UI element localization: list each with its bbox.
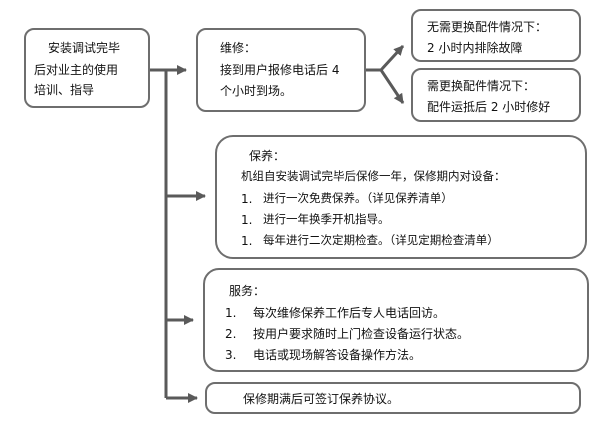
service-item-2-num: 2. [225, 327, 237, 341]
repair-line-1: 接到用户报修电话后 4 [220, 63, 340, 77]
no-parts-line: 2 小时内排除故障 [427, 41, 523, 55]
maintenance-item-2-text: 进行一年换季开机指导。 [263, 212, 390, 226]
service-box: 服务： 1. 每次维修保养工作后专人电话回访。 2. 按用户要求随时上门检查设备… [203, 268, 589, 372]
agreement-text: 保修期满后可签订保养协议。 [243, 392, 400, 406]
maintenance-item-1-text: 进行一次免费保养。（详见保养清单） [263, 191, 453, 205]
maintenance-item-3-num: 1. [241, 234, 253, 248]
service-item-3-num: 3. [225, 348, 237, 362]
maintenance-intro: 机组自安装调试完毕后保修一年，保修期内对设备： [241, 169, 506, 183]
connector-repair-to-parts [379, 69, 405, 104]
start-box: 安装调试完毕 后对业主的使用 培训、指导 [24, 28, 150, 108]
start-line-1: 安装调试完毕 [48, 41, 121, 55]
service-item-3-text: 电话或现场解答设备操作方法。 [253, 348, 422, 362]
service-item-1-num: 1. [225, 306, 237, 320]
repair-line-2: 个小时到场。 [220, 84, 293, 98]
maintenance-title: 保养： [249, 149, 286, 163]
no-parts-box: 无需更换配件情况下： 2 小时内排除故障 [411, 9, 581, 62]
agreement-box: 保修期满后可签订保养协议。 [205, 382, 581, 414]
no-parts-title: 无需更换配件情况下： [427, 20, 548, 34]
maintenance-box: 保养： 机组自安装调试完毕后保修一年，保修期内对设备： 1. 进行一次免费保养。… [215, 135, 587, 259]
parts-line: 配件运抵后 2 小时修好 [427, 100, 551, 114]
service-item-1-text: 每次维修保养工作后专人电话回访。 [253, 306, 446, 320]
maintenance-item-3-text: 每年进行二次定期检查。（详见定期检查清单） [263, 233, 499, 247]
parts-title: 需更换配件情况下： [427, 79, 536, 93]
repair-title: 维修： [220, 41, 257, 55]
maintenance-item-1-num: 1. [241, 192, 253, 206]
start-line-3: 培训、指导 [34, 83, 95, 97]
connector-repair-to-no-parts [379, 44, 405, 72]
maintenance-item-2-num: 1. [241, 213, 253, 227]
service-title: 服务： [229, 284, 266, 298]
service-item-2-text: 按用户要求随时上门检查设备运行状态。 [253, 327, 470, 341]
repair-box: 维修： 接到用户报修电话后 4 个小时到场。 [196, 28, 366, 112]
start-line-2: 后对业主的使用 [34, 63, 119, 77]
parts-box: 需更换配件情况下： 配件运抵后 2 小时修好 [411, 68, 581, 122]
